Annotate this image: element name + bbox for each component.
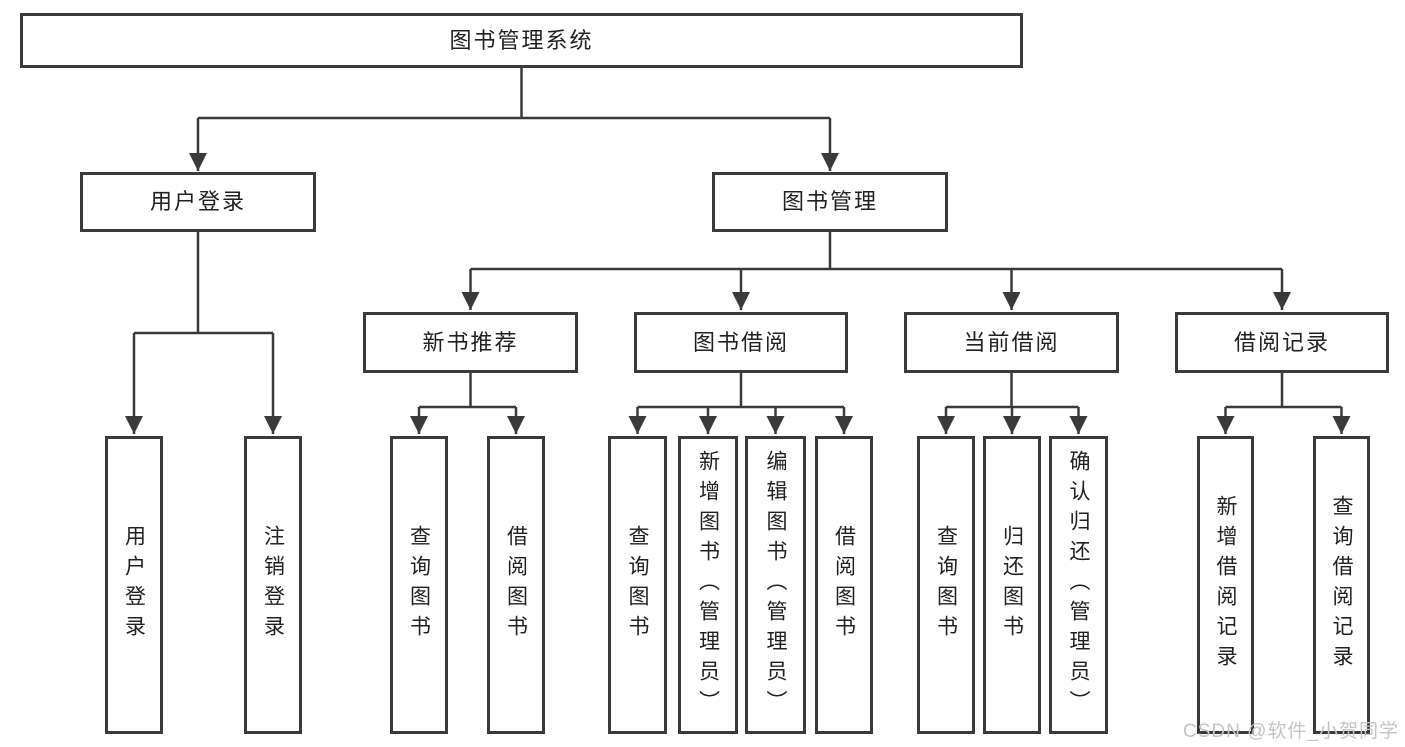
csdn-watermark: CSDN @软件_小贺同学 (1183, 721, 1399, 742)
leaf-add-borrow-record: 新增借阅记录 (1197, 436, 1254, 734)
leaf-user-login-action: 用户登录 (105, 436, 163, 734)
leaf-add-books-admin: 新增图书（管理员） (678, 436, 738, 734)
node-user-login: 用户登录 (80, 172, 316, 232)
node-new-book-recommend: 新书推荐 (363, 312, 578, 373)
node-borrow-records: 借阅记录 (1175, 312, 1389, 373)
leaf-query-books-borrow: 查询图书 (608, 436, 667, 734)
node-library-management-system: 图书管理系统 (20, 13, 1023, 68)
leaf-borrow-books: 借阅图书 (815, 436, 873, 734)
leaf-borrow-books-recommend: 借阅图书 (487, 436, 545, 734)
leaf-confirm-return-admin: 确认归还（管理员） (1049, 436, 1108, 734)
leaf-query-borrow-record: 查询借阅记录 (1313, 436, 1370, 734)
leaf-query-books-current: 查询图书 (917, 436, 975, 734)
node-book-management: 图书管理 (712, 172, 948, 232)
leaf-edit-books-admin: 编辑图书（管理员） (745, 436, 806, 734)
leaf-query-books-recommend: 查询图书 (390, 436, 448, 734)
leaf-logout-action: 注销登录 (244, 436, 302, 734)
leaf-return-books: 归还图书 (983, 436, 1041, 734)
node-current-borrow: 当前借阅 (904, 312, 1119, 373)
node-book-borrow: 图书借阅 (634, 312, 848, 373)
